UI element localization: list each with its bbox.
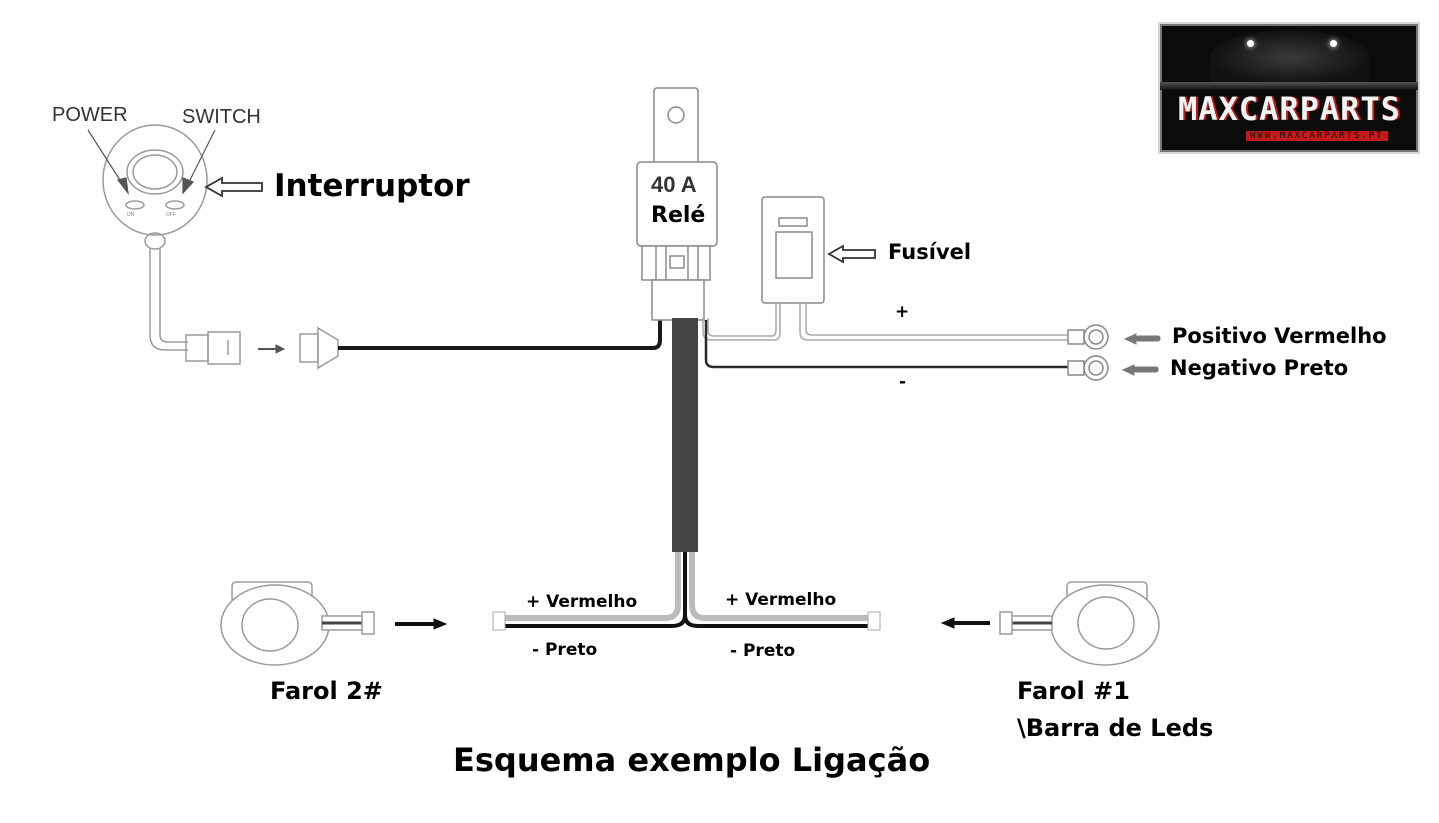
headlight-icon bbox=[1330, 40, 1337, 47]
output-split-cables bbox=[492, 552, 881, 631]
right-negative-label: - Preto bbox=[730, 641, 796, 661]
small-arrow-left-icon bbox=[1121, 333, 1161, 376]
switch-signal-wire bbox=[338, 318, 662, 350]
fuse-label: Fusível bbox=[888, 240, 972, 264]
power-pointer-arrow bbox=[87, 129, 216, 196]
relay-illustration bbox=[636, 87, 718, 321]
lamp-right-sublabel: \Barra de Leds bbox=[1017, 714, 1214, 742]
car-silhouette-icon bbox=[1210, 30, 1370, 85]
left-negative-label: - Preto bbox=[532, 640, 598, 660]
lamp-right-label: Farol #1 bbox=[1017, 677, 1130, 705]
power-label: POWER bbox=[52, 104, 128, 126]
arrow-right-icon bbox=[395, 618, 448, 630]
arrow-right-icon bbox=[258, 344, 286, 354]
fuse-illustration bbox=[761, 196, 825, 304]
lamp-left-label: Farol 2# bbox=[270, 677, 383, 705]
switch-label: SWITCH bbox=[182, 106, 261, 128]
logo-ground bbox=[1160, 82, 1418, 90]
positive-terminal-label: Positivo Vermelho bbox=[1172, 324, 1387, 348]
switch-on-label: ON bbox=[127, 212, 135, 218]
battery-terminals bbox=[1067, 324, 1109, 381]
logo-url-text: WWW.MAXCARPARTS.PT bbox=[1246, 131, 1388, 141]
arrow-left-icon bbox=[940, 617, 990, 629]
negative-sign: - bbox=[899, 372, 907, 392]
switch-illustration bbox=[102, 124, 339, 370]
switch-off-label: OFF bbox=[166, 212, 176, 218]
lamp-left-illustration bbox=[220, 581, 375, 666]
diagram-title: Esquema exemplo Ligação bbox=[453, 741, 931, 779]
negative-wire bbox=[704, 320, 1075, 369]
relay-rating: 40 A bbox=[651, 172, 697, 197]
left-positive-label: + Vermelho bbox=[526, 592, 638, 612]
positive-wire bbox=[702, 303, 1075, 341]
headlight-icon bbox=[1247, 40, 1254, 47]
hollow-arrow-left-icon bbox=[827, 244, 876, 264]
negative-terminal-label: Negativo Preto bbox=[1170, 356, 1349, 380]
positive-sign: + bbox=[895, 302, 910, 322]
relay-label: Relé bbox=[651, 203, 706, 228]
hollow-arrow-left-icon bbox=[204, 176, 263, 198]
lamp-right-illustration bbox=[999, 581, 1160, 666]
right-positive-label: + Vermelho bbox=[725, 590, 837, 610]
interruptor-label: Interruptor bbox=[274, 168, 470, 204]
logo-brand-text: MAXCARPARTS bbox=[1178, 90, 1401, 128]
maxcarparts-logo: MAXCARPARTS WWW.MAXCARPARTS.PT bbox=[1158, 22, 1420, 154]
relay-output-cable bbox=[672, 318, 698, 552]
